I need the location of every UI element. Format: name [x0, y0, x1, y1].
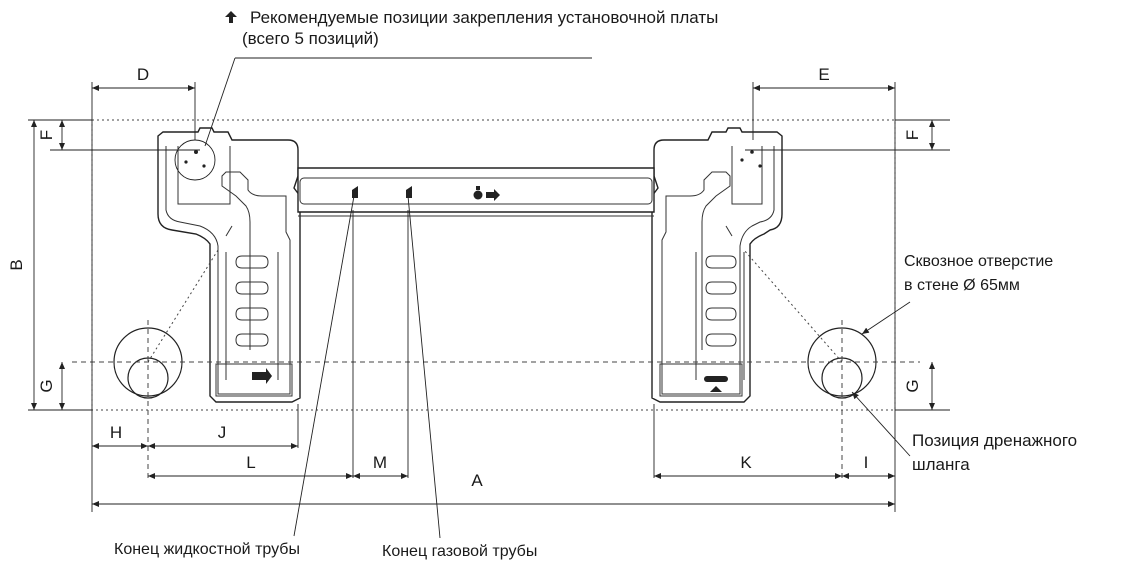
drain-hose-leader: [851, 391, 911, 457]
through-hole-text-2: в стене Ø 65мм: [904, 277, 1020, 294]
through-hole-text-1: Сквозное отверстие: [904, 253, 1053, 270]
up-arrow-icon: [225, 11, 237, 23]
recommended-leader: [204, 57, 236, 147]
dim-m-label: M: [373, 453, 387, 472]
left-bracket: [157, 127, 301, 403]
dim-h-label: H: [110, 423, 122, 442]
left-diagonal: [147, 249, 219, 363]
right-bracket: [651, 127, 783, 403]
dim-f-right-label: F: [903, 130, 922, 140]
dim-l-label: L: [246, 453, 255, 472]
recommended-positions-text-1: Рекомендуемые позиции закрепления устано…: [250, 8, 718, 27]
right-diagonal: [743, 249, 843, 363]
liquid-pipe-end-text: Конец жидкостной трубы: [114, 541, 300, 558]
gas-pipe-end-text: Конец газовой трубы: [382, 543, 537, 560]
dim-k-label: K: [740, 453, 752, 472]
dim-g-right-label: G: [903, 379, 922, 392]
liquid-pipe-leader: [293, 195, 355, 537]
dim-j-label: J: [218, 423, 227, 442]
drain-hose-text-1: Позиция дренажного: [912, 431, 1077, 450]
dim-d-label: D: [137, 65, 149, 84]
drain-hose-text-2: шланга: [912, 455, 970, 474]
dim-b-label: B: [7, 259, 26, 270]
gas-pipe-leader: [407, 195, 441, 539]
through-hole-leader: [861, 301, 911, 335]
recommended-positions-text-2: (всего 5 позиций): [242, 29, 379, 48]
cross-bar: [297, 167, 655, 217]
dim-f-left-label: F: [37, 130, 56, 140]
dim-e-label: E: [818, 65, 829, 84]
dim-g-left-label: G: [37, 379, 56, 392]
dim-i-label: I: [864, 453, 869, 472]
dim-a-label: A: [471, 471, 483, 490]
